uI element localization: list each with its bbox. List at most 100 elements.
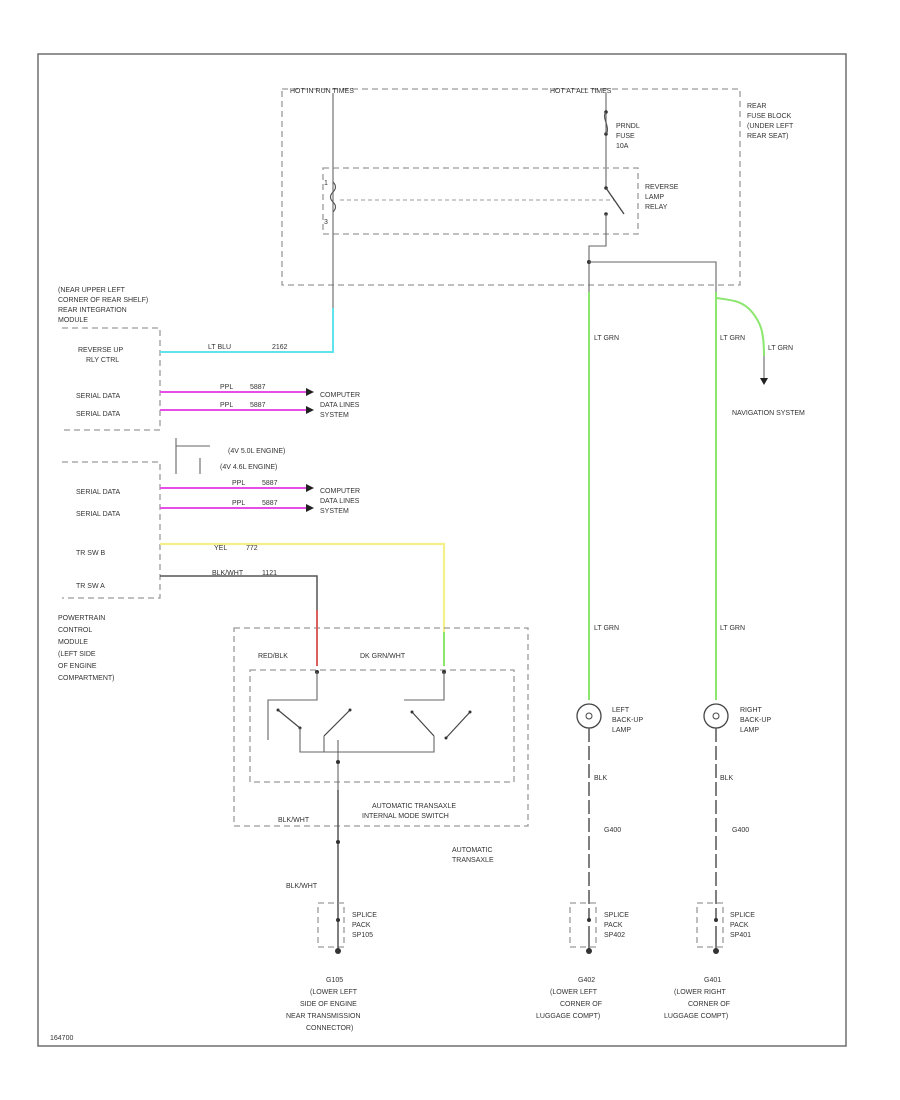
black-trs-a-wire: BLK/WHT 1121	[160, 570, 318, 610]
pcm-serial-data-2: SERIAL DATA	[76, 511, 121, 518]
splice-sp401-2: PACK	[730, 922, 749, 929]
pcm-title-5: OF ENGINE	[58, 663, 97, 670]
relay-pin-1: 1	[324, 180, 328, 187]
transaxle-bottom-wire-label: BLK/WHT	[278, 817, 310, 824]
splice-pack-sp402	[569, 902, 597, 948]
black-wire-label: BLK/WHT	[212, 570, 244, 577]
computer-lines-1-b: DATA LINES	[320, 402, 360, 409]
computer-lines-2-a: COMPUTER	[320, 488, 360, 495]
rim-serial-data-1: SERIAL DATA	[76, 393, 121, 400]
pcm-title-6: COMPARTMENT)	[58, 675, 115, 682]
right-backup-lamp-icon	[703, 703, 729, 729]
rear-integration-module: (NEAR UPPER LEFT CORNER OF REAR SHELF) R…	[58, 287, 161, 431]
transaxle-outer-label-2: TRANSAXLE	[452, 857, 494, 864]
g105-line-2: (LOWER LEFT	[310, 989, 358, 996]
transaxle-right-label: DK GRN/WHT	[360, 653, 406, 660]
splice-pack-sp105	[317, 902, 345, 948]
engine-option-v8: (4V 5.0L ENGINE)	[228, 448, 285, 455]
computer-lines-2-c: SYSTEM	[320, 508, 349, 515]
diagram-frame	[37, 53, 847, 1047]
g401-line-2: (LOWER RIGHT	[674, 989, 726, 996]
pcm-title-1: POWERTRAIN	[58, 615, 105, 622]
rim-title-3: REAR INTEGRATION	[58, 307, 127, 314]
g401-line-3: CORNER OF	[688, 1001, 730, 1008]
relay-label-2: LAMP	[645, 194, 664, 201]
pcm-serial-data-wires: PPL 5887 PPL 5887	[160, 480, 314, 512]
reverse-lamp-relay-box	[322, 167, 639, 235]
g105-line-1: G105	[326, 977, 343, 984]
splice-sp402-2: PACK	[604, 922, 623, 929]
yellow-trs-b-wire: YEL 772	[160, 542, 446, 632]
pcm-title-2: CONTROL	[58, 627, 92, 634]
fuse-block-outline	[281, 88, 741, 286]
g105-ground-path: BLK/WHT SPLICE PACK SP105 G105 (LOWER LE…	[286, 790, 377, 1032]
engine-option-v6: (4V 4.6L ENGINE)	[220, 464, 277, 471]
rim-title-1: (NEAR UPPER LEFT	[58, 287, 126, 294]
g105-line-3: SIDE OF ENGINE	[300, 1001, 357, 1008]
computer-lines-1-c: SYSTEM	[320, 412, 349, 419]
pcm-title-3: MODULE	[58, 639, 88, 646]
magenta-circuit-label-2: 5887	[250, 402, 266, 409]
ground-icon	[713, 940, 719, 954]
internal-mode-switch-outline	[249, 669, 515, 783]
splice-sp401-3: SP401	[730, 932, 751, 939]
pcm-serial-data-1: SERIAL DATA	[76, 489, 121, 496]
fuse-block-title-4: REAR SEAT)	[747, 133, 789, 140]
cyan-relay-control-wire: LT BLU 2162	[160, 266, 334, 353]
pcm-magenta-wire-label-1: PPL	[232, 480, 245, 487]
magenta-circuit-label-1: 5887	[250, 384, 266, 391]
cyan-circuit-label: 2162	[272, 344, 288, 351]
powertrain-control-module: SERIAL DATA SERIAL DATA TR SW B TR SW A …	[58, 461, 161, 682]
pcm-magenta-circuit-label-1: 5887	[262, 480, 278, 487]
pcm-magenta-wire-label-2: PPL	[232, 500, 245, 507]
computer-lines-1-a: COMPUTER	[320, 392, 360, 399]
cyan-wire-label: LT BLU	[208, 344, 231, 351]
right-ground-code: G400	[732, 827, 749, 834]
arrow-right-icon	[306, 484, 314, 492]
left-lamp-label-2: BACK-UP	[612, 717, 643, 724]
right-backup-lamp-circuit: NAVIGATION SYSTEM LT GRN LT GRN LT GRN R…	[664, 292, 805, 1020]
rim-title-2: CORNER OF REAR SHELF)	[58, 297, 148, 304]
pcm-trs-b-label: TR SW B	[76, 550, 105, 557]
rim-serial-data-wires: PPL 5887 PPL 5887	[160, 384, 314, 414]
prndl-fuse-icon	[603, 111, 609, 135]
pcm-trs-a-label: TR SW A	[76, 583, 105, 590]
pcm-magenta-circuit-label-2: 5887	[262, 500, 278, 507]
fuse-label-1: PRNDL	[616, 123, 640, 130]
right-green-label-2: LT GRN	[720, 625, 745, 632]
nav-green-label: LT GRN	[768, 345, 793, 352]
rim-serial-data-2: SERIAL DATA	[76, 411, 121, 418]
left-backup-lamp-icon	[576, 703, 602, 729]
left-lamp-label-3: LAMP	[612, 727, 631, 734]
pcm-title-4: (LEFT SIDE	[58, 651, 96, 658]
magenta-wire-label-2: PPL	[220, 402, 233, 409]
right-lamp-label-1: RIGHT	[740, 707, 763, 714]
arrow-right-icon	[306, 504, 314, 512]
left-ground-code: G400	[604, 827, 621, 834]
yellow-wire-label: YEL	[214, 545, 227, 552]
ground-icon	[335, 940, 341, 954]
left-backup-lamp-circuit: LT GRN LT GRN LEFT BACK-UP LAMP BLK G400…	[536, 292, 643, 1020]
computer-lines-2-b: DATA LINES	[320, 498, 360, 505]
relay-label-1: REVERSE	[645, 184, 679, 191]
fuse-block-title-3: (UNDER LEFT	[747, 123, 794, 130]
splice-sp402-1: SPLICE	[604, 912, 629, 919]
relay-label-3: RELAY	[645, 204, 668, 211]
g105-line-5: CONNECTOR)	[306, 1025, 353, 1032]
fuse-block-title-1: REAR	[747, 103, 766, 110]
arrow-right-icon	[306, 388, 314, 396]
pcm-outline	[62, 461, 161, 599]
reverse-up-label-1: REVERSE UP	[78, 347, 123, 354]
rear-fuse-block: HOT IN RUN TIMES HOT AT ALL TIMES REAR F…	[281, 88, 794, 292]
rim-title-4: MODULE	[58, 317, 88, 324]
fuse-label-3: 10A	[616, 143, 629, 150]
g401-line-4: LUGGAGE COMPT)	[664, 1013, 728, 1020]
magenta-wire-label-1: PPL	[220, 384, 233, 391]
yellow-circuit-label: 772	[246, 545, 258, 552]
diagram-id: 164700	[50, 1035, 73, 1042]
left-green-label-2: LT GRN	[594, 625, 619, 632]
relay-pin-2: 3	[324, 219, 328, 226]
splice-sp105-1: SPLICE	[352, 912, 377, 919]
g105-line-4: NEAR TRANSMISSION	[286, 1013, 361, 1020]
g402-line-4: LUGGAGE COMPT)	[536, 1013, 600, 1020]
